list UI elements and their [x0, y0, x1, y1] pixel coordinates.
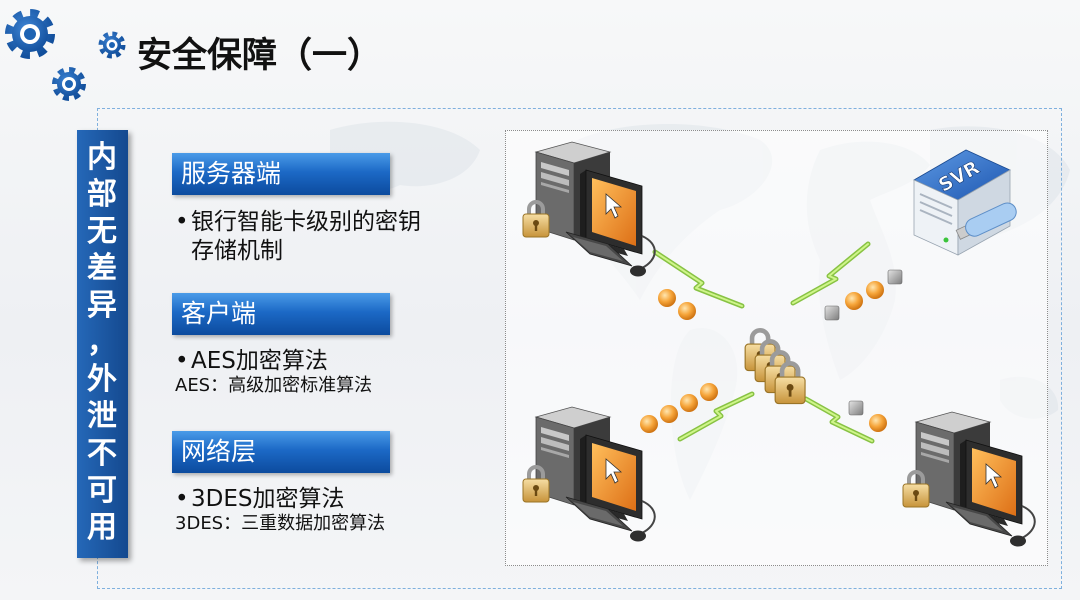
bullet-text: AES加密算法: [191, 348, 328, 374]
side-banner-text: 内部无差异，外泄不可用: [87, 140, 117, 545]
data-packet-ball: [678, 302, 696, 320]
bullet-item: 3DES加密算法: [175, 485, 431, 514]
network-diagram: SVR: [505, 130, 1048, 566]
lightning-bolt-icon: [652, 249, 745, 309]
computer-icon: [523, 407, 655, 542]
side-banner: 内部无差异，外泄不可用: [77, 130, 128, 558]
bullet-marker: [175, 485, 191, 514]
section-header-network: 网络层: [172, 431, 390, 473]
lightning-bolt-icon: [790, 241, 871, 306]
padlock-stack: [745, 330, 805, 403]
bullet-marker: [175, 208, 191, 266]
data-packet-ball: [640, 415, 658, 433]
data-packet-cube: [848, 400, 864, 416]
lightning-bolt-icon: [677, 391, 755, 442]
bullet-note: AES：高级加密标准算法: [175, 375, 373, 396]
bullet-text: 银行智能卡级别的密钥存储机制: [191, 209, 421, 264]
bullet-item: AES加密算法: [175, 347, 431, 376]
data-packet-cube: [824, 305, 840, 321]
gear-icon: [52, 67, 86, 101]
data-packet-ball: [845, 292, 863, 310]
bullet-item: 银行智能卡级别的密钥存储机制: [175, 208, 431, 266]
bullet-text: 3DES加密算法: [191, 486, 345, 512]
data-packet-ball: [869, 414, 887, 432]
data-packet-cube: [887, 269, 903, 285]
gear-icon: [98, 31, 126, 59]
section-header-client: 客户端: [172, 293, 390, 335]
computer-icon: [523, 142, 655, 277]
server-icon: SVR: [913, 149, 1017, 256]
usb-key-icon: [955, 202, 1017, 240]
lightning-bolt-icon: [803, 396, 875, 444]
data-packet-ball: [658, 289, 676, 307]
bullet-note: 3DES：三重数据加密算法: [175, 513, 386, 534]
gear-decoration: [5, 9, 126, 101]
page-title: 安全保障（一）: [137, 36, 383, 76]
computer-icon: [903, 412, 1035, 547]
data-packet-ball: [700, 383, 718, 401]
data-packet-ball: [866, 281, 884, 299]
data-packet-ball: [660, 405, 678, 423]
gear-icon: [5, 9, 55, 59]
section-header-server: 服务器端: [172, 153, 390, 195]
data-packet-ball: [680, 394, 698, 412]
bullet-marker: [175, 347, 191, 376]
